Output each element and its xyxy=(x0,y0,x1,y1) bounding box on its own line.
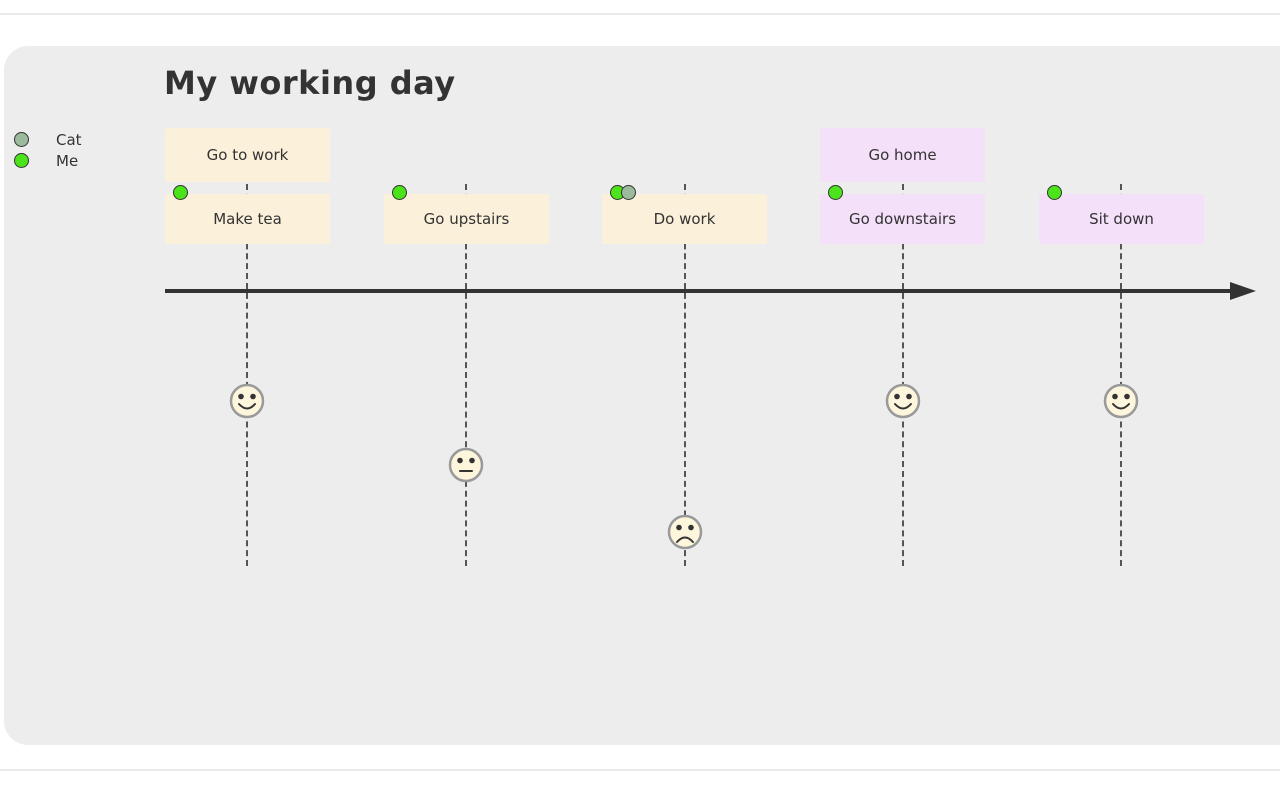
legend-actor-cat-dot xyxy=(14,132,29,147)
actor-dot-me xyxy=(173,185,188,200)
task-box-go-upstairs: Go upstairs xyxy=(384,194,549,244)
timeline-dashed-guide xyxy=(1120,184,1122,566)
section-box-go-to-work: Go to work xyxy=(165,128,330,182)
timeline-dashed-guide xyxy=(465,184,467,566)
actor-dot-me xyxy=(828,185,843,200)
timeline-dashed-guide xyxy=(684,184,686,566)
happy-face-icon xyxy=(228,382,266,420)
diagram-title: My working day xyxy=(164,64,456,102)
legend-actor-me-label: Me xyxy=(56,152,79,170)
legend-actor-me-dot xyxy=(14,153,29,168)
task-box-do-work: Do work xyxy=(602,194,767,244)
neutral-face-icon xyxy=(447,446,485,484)
bottom-divider xyxy=(0,769,1280,771)
section-box-go-home: Go home xyxy=(820,128,985,182)
timeline-axis xyxy=(165,289,1232,293)
actor-dot-cat xyxy=(621,185,636,200)
timeline-dashed-guide xyxy=(246,184,248,566)
actor-dot-me xyxy=(392,185,407,200)
actor-dot-me xyxy=(1047,185,1062,200)
legend-actor-cat-label: Cat xyxy=(56,131,82,149)
task-box-sit-down: Sit down xyxy=(1039,194,1204,244)
timeline-arrowhead-icon xyxy=(1230,282,1256,300)
timeline-dashed-guide xyxy=(902,184,904,566)
sad-face-icon xyxy=(666,513,704,551)
task-box-make-tea: Make tea xyxy=(165,194,330,244)
top-divider xyxy=(0,13,1280,15)
task-box-go-downstairs: Go downstairs xyxy=(820,194,985,244)
happy-face-icon xyxy=(1102,382,1140,420)
happy-face-icon xyxy=(884,382,922,420)
